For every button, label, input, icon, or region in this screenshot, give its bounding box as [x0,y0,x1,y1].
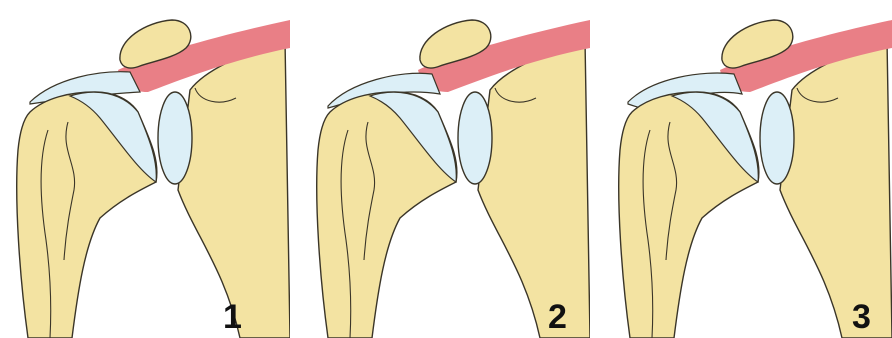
diagram-panel-2: 2 [300,0,590,338]
glenoid-cartilage [458,92,492,184]
scapula-bone [178,40,290,338]
glenoid-cartilage [760,92,794,184]
shoulder-illustration-2 [300,0,590,338]
glenoid-cartilage [158,92,192,184]
scapula-bone [780,40,892,338]
panel-number-2: 2 [548,300,567,334]
panel-number-1: 1 [223,300,242,334]
scapula-bone [478,40,590,338]
diagram-panel-1: 1 [0,0,290,338]
panel-number-3: 3 [852,300,871,334]
diagram-panel-3: 3 [602,0,892,338]
shoulder-illustration-3 [602,0,892,338]
shoulder-illustration-1 [0,0,290,338]
